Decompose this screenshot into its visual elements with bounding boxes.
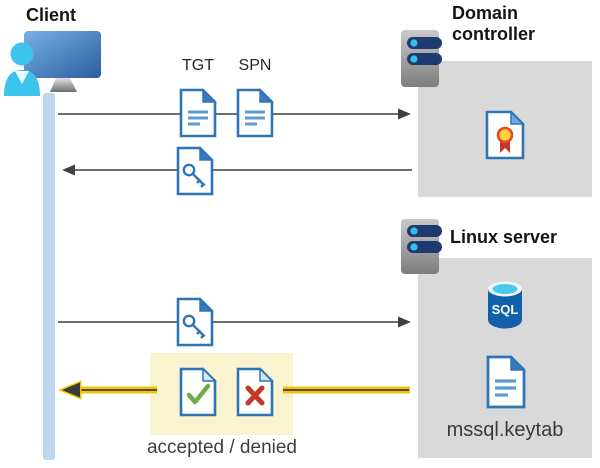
keytab-filename-label: mssql.keytab xyxy=(446,419,564,441)
client-lifeline xyxy=(43,93,55,460)
monitor-icon xyxy=(24,31,101,92)
tgt-label: TGT xyxy=(182,57,214,74)
linux-server-label: Linux server xyxy=(450,227,558,247)
person-icon xyxy=(4,42,40,96)
arrow-client-to-linux xyxy=(58,316,411,328)
key-glyph xyxy=(182,314,206,339)
keytab-key-document-icon xyxy=(176,297,214,347)
service-ticket-key-document-icon xyxy=(176,146,214,196)
domain-controller-label: Domain controller xyxy=(452,3,536,44)
spn-document-icon xyxy=(236,88,274,138)
arrow-dc-to-client xyxy=(62,164,412,176)
key-glyph xyxy=(182,163,206,188)
tgt-document-icon xyxy=(179,88,217,138)
arrow-client-to-dc xyxy=(58,108,411,120)
result-highlight-box xyxy=(150,353,293,435)
client-workstation-icon xyxy=(4,31,101,96)
spn-label: SPN xyxy=(238,57,272,74)
result-label: accepted / denied xyxy=(146,437,297,458)
domain-controller-panel xyxy=(418,61,592,197)
client-label: Client xyxy=(26,5,77,25)
